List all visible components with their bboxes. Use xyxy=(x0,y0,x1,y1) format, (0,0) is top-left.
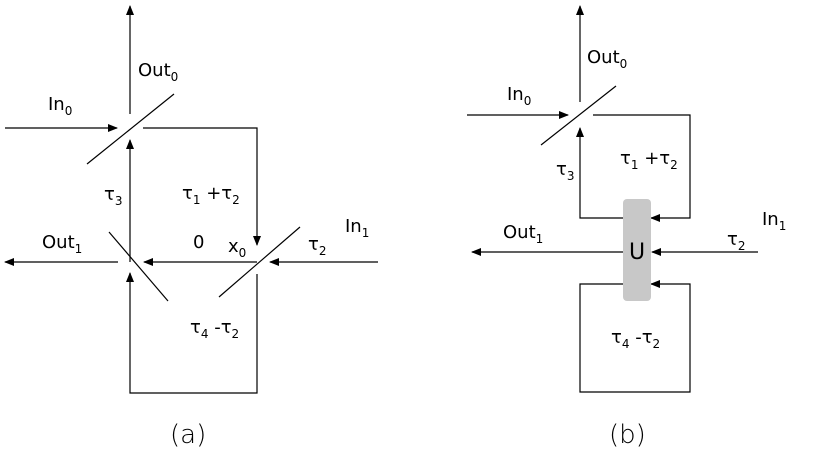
tau1-tau2-path xyxy=(143,127,261,246)
tau1-tau2-path-b xyxy=(593,114,691,222)
tau3-path-b xyxy=(576,127,624,219)
tau4-tau2-loop xyxy=(126,272,258,394)
beam-splitter-left xyxy=(108,231,169,302)
tau2-label-b: τ2 xyxy=(727,229,745,253)
panel-b: U Out0 In0 τ3 τ1 +τ2 Out1 τ2 In1 τ4 -τ2 … xyxy=(467,5,786,450)
tau4-tau2-loop-b xyxy=(579,280,691,393)
tau4-minus-tau2-label: τ4 -τ2 xyxy=(190,317,239,341)
unitary-block xyxy=(623,199,651,301)
tau4-minus-tau2-label-b: τ4 -τ2 xyxy=(611,327,660,351)
beam-splitter-top xyxy=(86,93,175,165)
panel-a-caption: (a) xyxy=(170,420,206,450)
unitary-label: U xyxy=(629,240,645,265)
panel-a: Out0 In0 τ3 τ1 +τ2 Out1 0 x0 τ2 In1 τ4 -… xyxy=(4,5,378,450)
in0-label-b: In0 xyxy=(507,84,531,108)
x0-label: x0 xyxy=(228,236,246,260)
tau1-plus-tau2-label: τ1 +τ2 xyxy=(182,183,240,207)
tau1-plus-tau2-label-b: τ1 +τ2 xyxy=(620,148,678,172)
out1-label-b: Out1 xyxy=(503,222,543,246)
tau3-label: τ3 xyxy=(104,184,122,208)
in1-label: In1 xyxy=(345,216,369,240)
in0-label: In0 xyxy=(48,94,72,118)
out1-label: Out1 xyxy=(42,232,82,256)
in1-label-b: In1 xyxy=(762,209,786,233)
beam-splitter-right xyxy=(218,226,301,298)
out0-label-b: Out0 xyxy=(587,47,627,71)
out0-label: Out0 xyxy=(138,60,178,84)
tau3-label-b: τ3 xyxy=(556,159,574,183)
tau2-label: τ2 xyxy=(308,234,326,258)
panel-b-caption: (b) xyxy=(609,420,646,450)
beam-splitter-top-b xyxy=(540,85,617,146)
zero-label: 0 xyxy=(193,232,204,253)
